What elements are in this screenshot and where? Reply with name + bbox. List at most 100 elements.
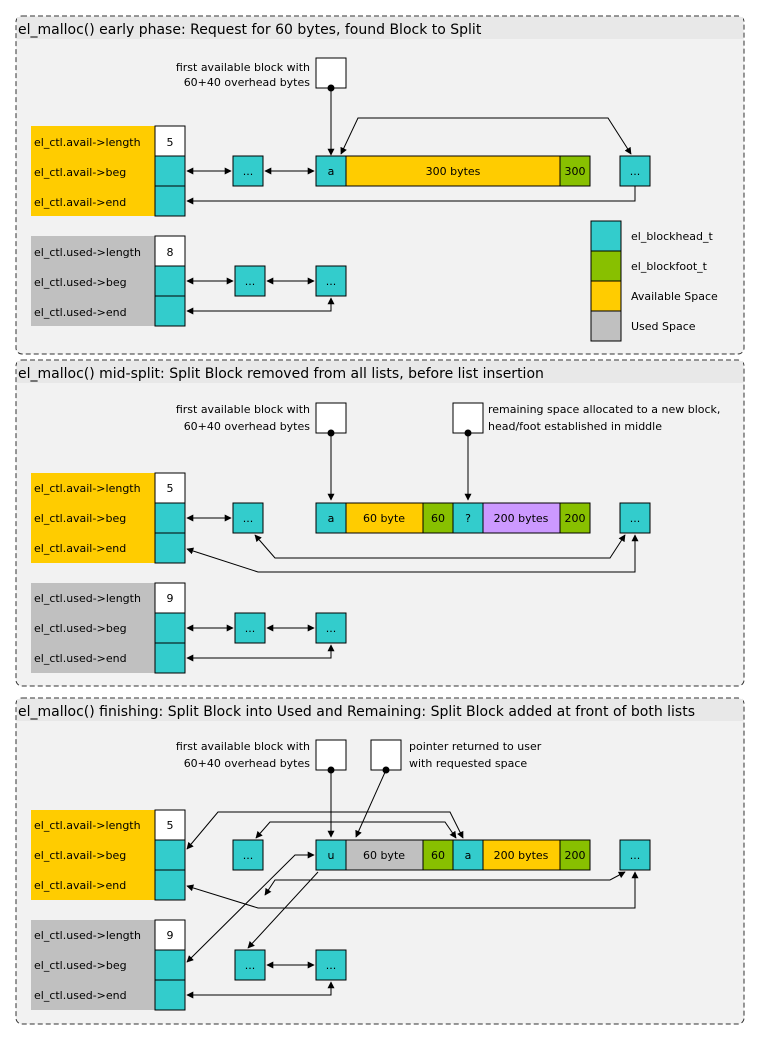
block-head-label: a xyxy=(328,165,335,178)
block-available-space xyxy=(345,155,561,187)
block-head xyxy=(315,502,347,534)
used-block-head-label: u xyxy=(328,849,335,862)
used-node-ellipsis-1-label: ... xyxy=(245,959,256,972)
avail-end-cell xyxy=(154,869,186,901)
new-block-foot xyxy=(559,502,591,534)
avail-length-value: 5 xyxy=(167,136,174,149)
user-pointer-arrow xyxy=(355,769,387,838)
used-length-label: el_ctl.used->length xyxy=(34,592,141,605)
used-node-ellipsis-1-label: ... xyxy=(245,622,256,635)
used-end-label-cell xyxy=(31,296,155,326)
avail-end-label-cell xyxy=(31,186,155,216)
legend-swatch-available xyxy=(590,280,622,312)
used-beg-cell xyxy=(154,949,186,981)
avail-node-tail xyxy=(619,502,651,534)
arrow-used-beg-to-used-block xyxy=(186,851,315,963)
split-block: u 60 byte 60 a 200 bytes 200 xyxy=(315,839,591,871)
avail-beg-label: el_ctl.avail->beg xyxy=(34,512,126,525)
remaining-pointer-box xyxy=(452,402,484,434)
block-foot xyxy=(559,155,591,187)
legend-label-blockhead: el_blockhead_t xyxy=(631,230,713,243)
avail-end-cell xyxy=(154,185,186,217)
avail-control: el_ctl.avail->length el_ctl.avail->beg e… xyxy=(31,809,186,901)
used-node-ellipsis-2 xyxy=(315,949,347,981)
avail-node-tail-label: ... xyxy=(630,512,641,525)
remaining-text-line1: remaining space allocated to a new block… xyxy=(488,403,720,416)
avail-end-label: el_ctl.avail->end xyxy=(34,196,126,209)
used-length-label: el_ctl.used->length xyxy=(34,929,141,942)
first-block-callout: first available block with 60+40 overhea… xyxy=(176,402,347,501)
panel-early-phase: el_malloc() early phase: Request for 60 … xyxy=(15,15,745,355)
used-node-ellipsis-2-label: ... xyxy=(326,959,337,972)
avail-block-foot-label: 200 xyxy=(565,849,586,862)
avail-node-ellipsis xyxy=(232,502,264,534)
panel-title: el_malloc() finishing: Split Block into … xyxy=(18,704,695,720)
first-block-callout: first available block with 60+40 overhea… xyxy=(176,739,347,838)
remaining-text-line2: head/foot established in middle xyxy=(488,420,662,433)
split-block: a 300 bytes 300 xyxy=(315,155,591,187)
avail-control: el_ctl.avail->length el_ctl.avail->beg e… xyxy=(31,125,186,217)
used-length-label-cell xyxy=(31,583,155,613)
avail-length-cell xyxy=(154,809,186,841)
used-beg-label: el_ctl.used->beg xyxy=(34,276,127,289)
arrow-used-block-to-node xyxy=(247,871,319,949)
block-space-label: 300 bytes xyxy=(426,165,481,178)
used-length-label-cell xyxy=(31,236,155,266)
arrow-block-to-tail xyxy=(340,117,632,155)
first-block-callout: first available block with 60+40 overhea… xyxy=(176,57,347,156)
callout-text-line2: 60+40 overhead bytes xyxy=(184,76,311,89)
new-block-head-label: ? xyxy=(465,512,471,525)
legend-label-blockfoot: el_blockfoot_t xyxy=(631,260,708,273)
block-head xyxy=(315,155,347,187)
used-node-ellipsis-1 xyxy=(234,265,266,297)
used-end-label: el_ctl.used->end xyxy=(34,652,127,665)
used-end-label-cell xyxy=(31,643,155,673)
pointer-box xyxy=(315,739,347,771)
used-length-cell xyxy=(154,582,186,614)
avail-node-ellipsis-label: ... xyxy=(243,849,254,862)
avail-block-foot xyxy=(559,839,591,871)
block-space1-label: 60 byte xyxy=(363,512,405,525)
avail-node-ellipsis xyxy=(232,155,264,187)
arrow-used-node-to-end xyxy=(186,644,335,662)
avail-length-label-cell xyxy=(31,126,155,156)
legend-swatch-blockfoot xyxy=(590,250,622,282)
used-node-ellipsis-2-label: ... xyxy=(326,622,337,635)
remaining-callout: remaining space allocated to a new block… xyxy=(452,402,720,501)
new-block-space-label: 200 bytes xyxy=(494,512,549,525)
arrow-tail-to-end xyxy=(186,534,639,573)
panel-title: el_malloc() mid-split: Split Block remov… xyxy=(18,366,544,382)
block-foot-label: 300 xyxy=(565,165,586,178)
avail-length-label-cell xyxy=(31,473,155,503)
used-end-cell xyxy=(154,295,186,327)
avail-end-label-cell xyxy=(31,533,155,563)
avail-beg-cell xyxy=(154,839,186,871)
used-length-cell xyxy=(154,235,186,267)
panel-title-bar xyxy=(17,17,743,39)
used-block-space-label: 60 byte xyxy=(363,849,405,862)
used-node-ellipsis-1 xyxy=(234,612,266,644)
avail-control: el_ctl.avail->length el_ctl.avail->beg e… xyxy=(31,472,186,564)
used-end-cell xyxy=(154,979,186,1011)
used-control: el_ctl.used->length el_ctl.used->beg el_… xyxy=(31,235,186,327)
block-head-label: a xyxy=(328,512,335,525)
avail-length-value: 5 xyxy=(167,819,174,832)
legend-swatch-blockhead xyxy=(590,220,622,252)
avail-length-label-cell xyxy=(31,810,155,840)
legend-swatch-used xyxy=(590,310,622,342)
panel-title: el_malloc() early phase: Request for 60 … xyxy=(18,22,482,38)
legend-label-available: Available Space xyxy=(631,290,718,303)
callout-text-line1: first available block with xyxy=(176,403,310,416)
avail-beg-label-cell xyxy=(31,840,155,870)
avail-node-ellipsis-label: ... xyxy=(243,165,254,178)
avail-beg-cell xyxy=(154,502,186,534)
used-node-ellipsis-2-label: ... xyxy=(326,275,337,288)
legend: el_blockhead_t el_blockfoot_t Available … xyxy=(590,220,718,342)
avail-node-tail-label: ... xyxy=(630,165,641,178)
used-beg-label: el_ctl.used->beg xyxy=(34,622,127,635)
panel-title-bar xyxy=(17,699,743,721)
avail-length-label: el_ctl.avail->length xyxy=(34,819,141,832)
avail-block-head-label: a xyxy=(465,849,472,862)
callout-text-line1: first available block with xyxy=(176,740,310,753)
avail-length-cell xyxy=(154,125,186,157)
